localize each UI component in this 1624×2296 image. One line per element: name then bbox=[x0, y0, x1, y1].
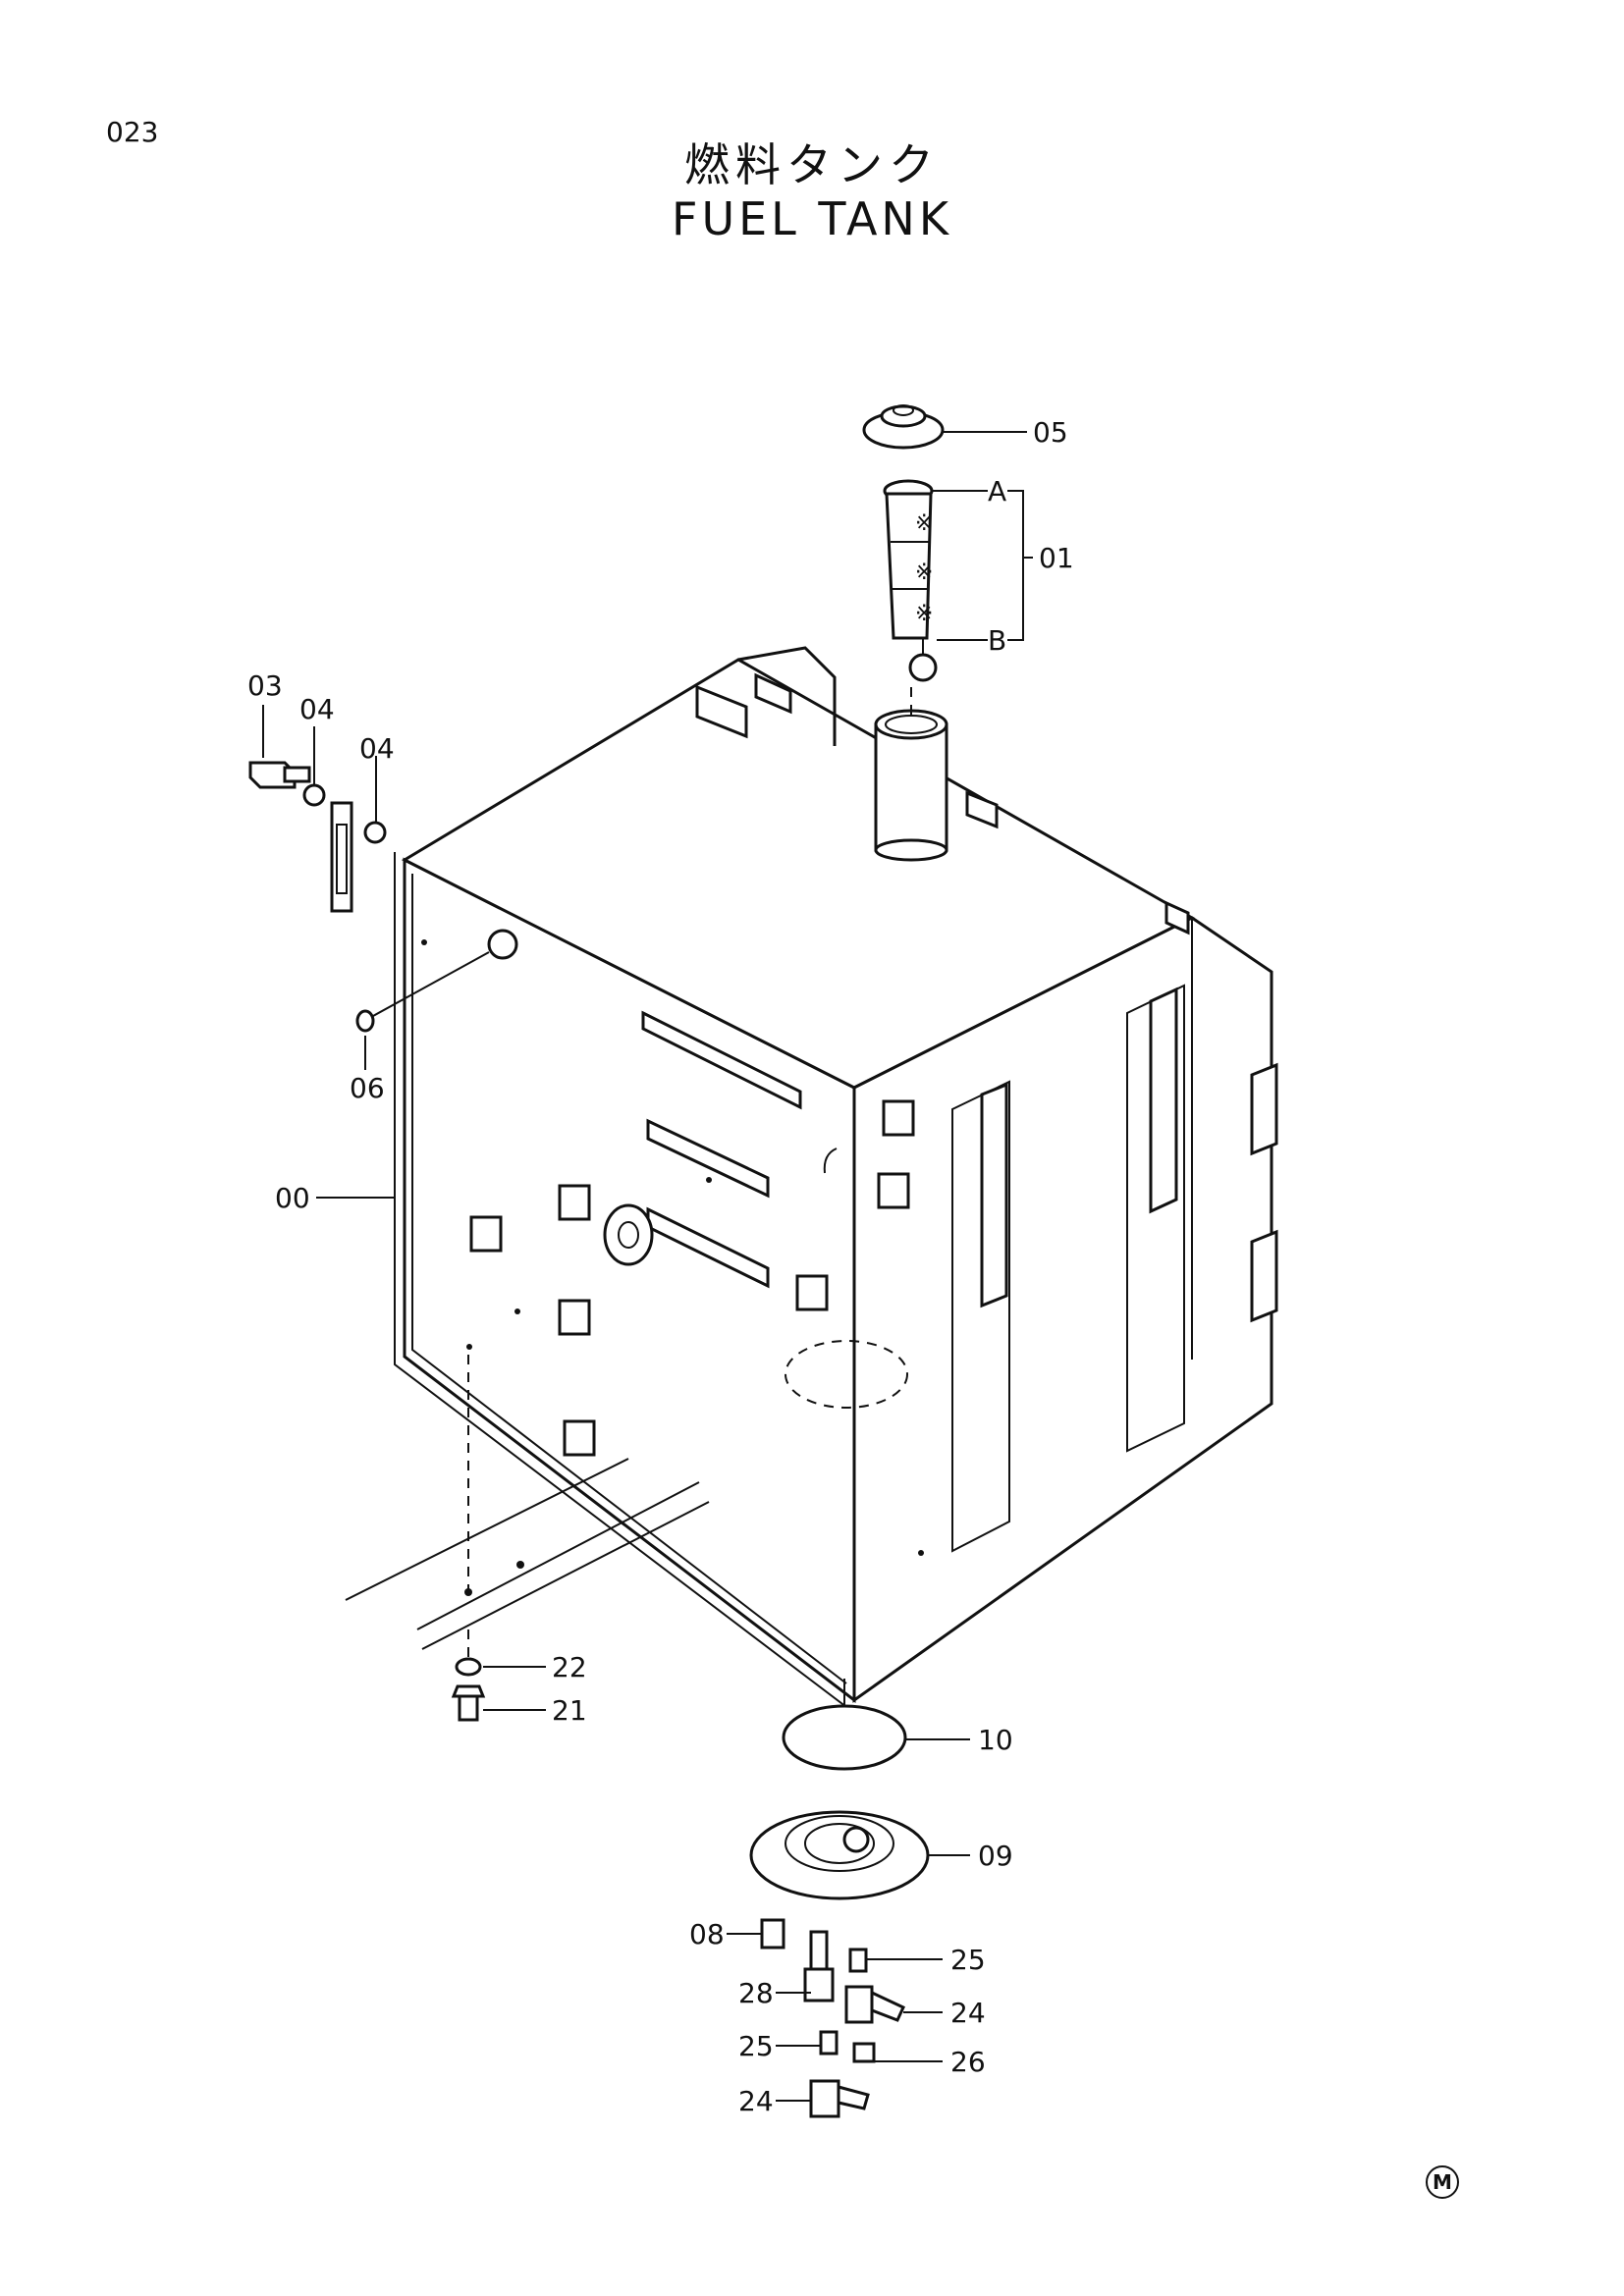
callout-26: 26 bbox=[950, 2046, 986, 2078]
front-face-fittings bbox=[421, 939, 924, 1556]
mounting-base-lines bbox=[345, 1355, 710, 1650]
side-handles bbox=[951, 984, 1278, 1553]
leader-lines bbox=[262, 431, 1033, 2102]
callout-24-b: 24 bbox=[738, 2085, 774, 2117]
callout-04-a: 04 bbox=[299, 693, 335, 725]
callout-22: 22 bbox=[552, 1651, 587, 1683]
drain-assembly bbox=[749, 1679, 930, 2118]
callout-b: B bbox=[988, 624, 1006, 657]
callout-10: 10 bbox=[978, 1724, 1013, 1756]
callout-a: A bbox=[988, 475, 1006, 507]
callout-08: 08 bbox=[689, 1918, 725, 1950]
trademark-mark: M bbox=[1426, 2165, 1459, 2199]
filler-neck bbox=[874, 709, 948, 862]
callout-21: 21 bbox=[552, 1694, 587, 1727]
svg-text:※: ※ bbox=[915, 511, 933, 536]
svg-text:※: ※ bbox=[915, 602, 933, 626]
callout-03: 03 bbox=[247, 669, 283, 702]
top-brackets bbox=[695, 672, 1190, 935]
callout-00: 00 bbox=[275, 1182, 310, 1214]
title-japanese: 燃料タンク bbox=[684, 138, 940, 191]
svg-text:※: ※ bbox=[915, 561, 933, 585]
title-english: FUEL TANK bbox=[671, 192, 952, 245]
callout-01: 01 bbox=[1039, 542, 1074, 574]
page-number: 023 bbox=[106, 116, 159, 148]
bolt-washer bbox=[451, 1629, 486, 1722]
callout-04-b: 04 bbox=[359, 732, 395, 765]
callout-24-a: 24 bbox=[950, 1997, 986, 2029]
callout-25-b: 25 bbox=[738, 2030, 774, 2062]
level-gauge-bushing bbox=[355, 929, 518, 1033]
filler-cap bbox=[862, 404, 945, 450]
callout-28: 28 bbox=[738, 1977, 774, 2009]
callout-05: 05 bbox=[1033, 416, 1068, 449]
callout-09: 09 bbox=[978, 1840, 1013, 1872]
level-gauge-parts bbox=[248, 761, 387, 913]
strainer: ※ ※ ※ bbox=[883, 479, 938, 719]
callout-25-a: 25 bbox=[950, 1944, 986, 1976]
callout-06: 06 bbox=[350, 1072, 385, 1104]
